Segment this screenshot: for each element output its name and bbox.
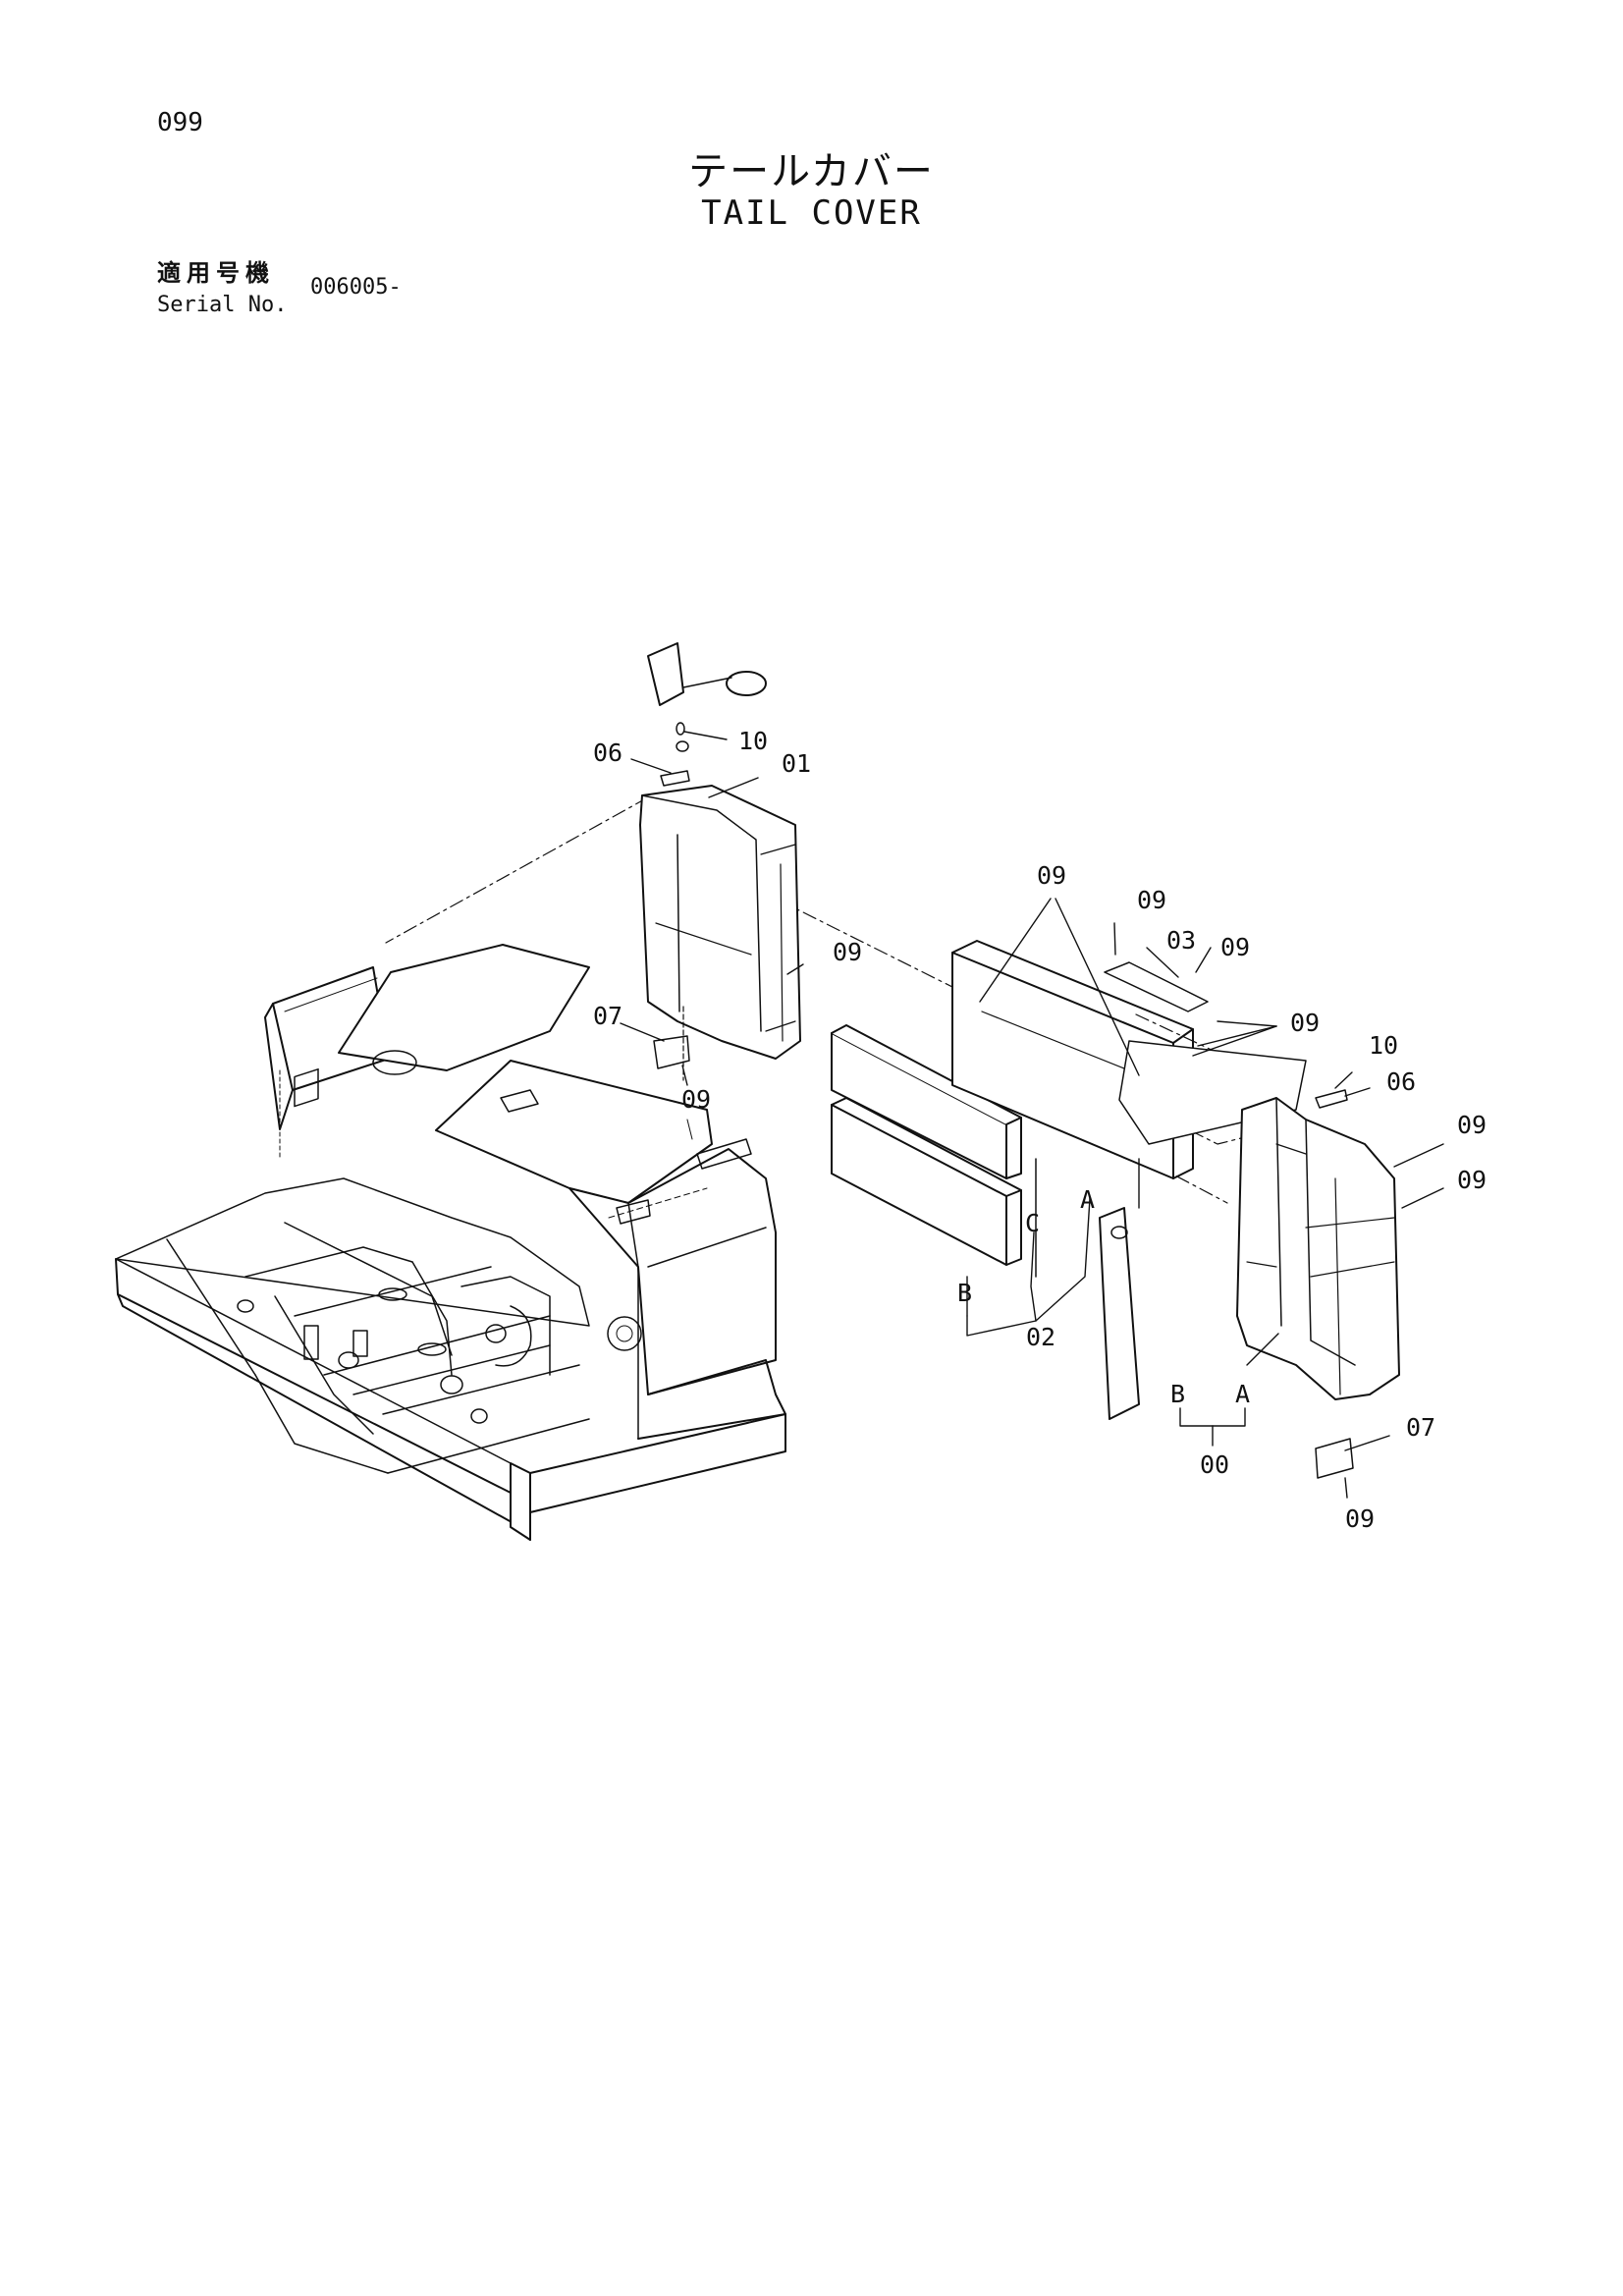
callout-09-middle-right: 09 <box>1290 1009 1320 1037</box>
callout-09-left-bottom: 09 <box>681 1085 711 1114</box>
callout-C: C <box>1025 1209 1040 1237</box>
serial-label-english: Serial No. <box>157 293 288 317</box>
part-06-bracket-top <box>660 770 690 787</box>
callout-01: 01 <box>782 749 811 778</box>
callout-07-left: 07 <box>593 1002 622 1030</box>
serial-label-japanese: 適用号機 <box>157 259 275 287</box>
callout-10-right: 10 <box>1369 1031 1398 1060</box>
callout-00: 00 <box>1200 1450 1229 1479</box>
callout-06-right: 06 <box>1386 1067 1416 1096</box>
upper-frame-assembly <box>115 944 786 1541</box>
callout-labels: 10 06 01 09 07 09 09 09 03 09 09 10 06 0… <box>593 727 1487 1533</box>
callout-09-right-second: 09 <box>1457 1166 1487 1194</box>
part-07-bracket-left <box>653 1006 690 1081</box>
part-01-tail-cover-left <box>639 785 801 1060</box>
part-03-plate <box>1104 961 1209 1012</box>
callout-09-right-first: 09 <box>1457 1111 1487 1139</box>
callout-A-bottom: A <box>1235 1380 1250 1408</box>
callout-A-middle: A <box>1080 1185 1095 1214</box>
callout-09-right-of-03: 09 <box>1220 933 1250 961</box>
callout-06-top: 06 <box>593 738 622 767</box>
part-00-vertical-strip <box>1099 1207 1140 1420</box>
part-02-insulation-panels <box>831 1024 1037 1278</box>
part-10-pin-and-ring-top <box>647 642 767 752</box>
callout-leader-lines <box>620 731 1444 1499</box>
callout-B-left: B <box>957 1279 972 1307</box>
title-english: TAIL COVER <box>701 193 922 233</box>
callout-03: 03 <box>1166 926 1196 955</box>
callout-09-bottom-right: 09 <box>1345 1504 1375 1533</box>
serial-number-value: 006005- <box>310 275 402 300</box>
callout-07-right: 07 <box>1406 1413 1435 1442</box>
callout-B-bottom: B <box>1170 1380 1185 1408</box>
callout-10-top: 10 <box>738 727 768 755</box>
part-07-bracket-right <box>1315 1438 1354 1479</box>
part-00-tail-cover-right <box>1236 1097 1400 1400</box>
callout-02: 02 <box>1026 1323 1055 1351</box>
callout-09-middle-top: 09 <box>1037 861 1066 890</box>
page-number: 099 <box>157 108 203 137</box>
title-japanese: テールカバー <box>688 149 935 194</box>
callout-09-above-03: 09 <box>1137 886 1166 914</box>
part-06-bracket-right <box>1315 1089 1348 1109</box>
callout-09-left: 09 <box>833 938 862 966</box>
